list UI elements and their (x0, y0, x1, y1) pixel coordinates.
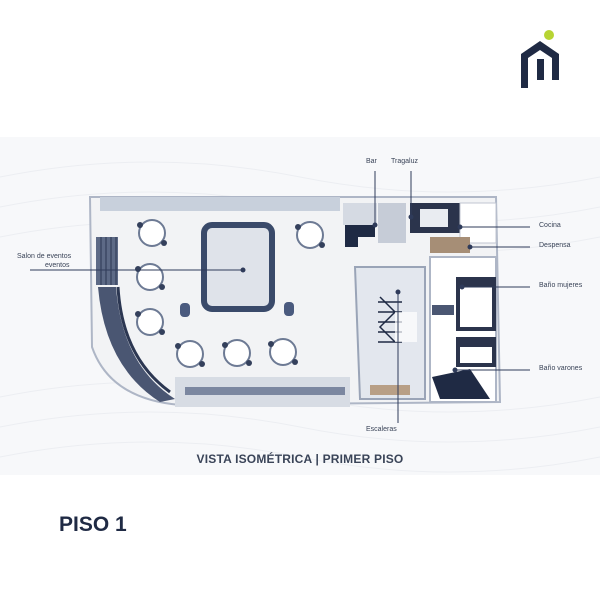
floor-plan-panel: Bar Tragaluz Cocina Despensa Baño mujere… (0, 137, 600, 475)
label-tragaluz: Tragaluz (391, 158, 418, 165)
label-cocina: Cocina (539, 222, 561, 229)
label-salon-line1: Salon de eventos (17, 253, 72, 260)
label-escaleras: Escaleras (366, 426, 397, 433)
label-salon-line2: eventos (45, 262, 70, 269)
label-despensa: Despensa (539, 242, 571, 249)
floor-title: PISO 1 (59, 513, 127, 536)
label-bano-varones: Baño varones (539, 365, 583, 372)
label-bar: Bar (366, 158, 377, 165)
dance-floor (201, 222, 275, 312)
window-grille (96, 237, 118, 285)
isometric-floor-plan (30, 171, 530, 423)
plan-caption: VISTA ISOMÉTRICA | PRIMER PISO (196, 452, 404, 466)
label-bano-mujeres: Baño mujeres (539, 282, 583, 289)
house-logo-icon (521, 30, 559, 88)
